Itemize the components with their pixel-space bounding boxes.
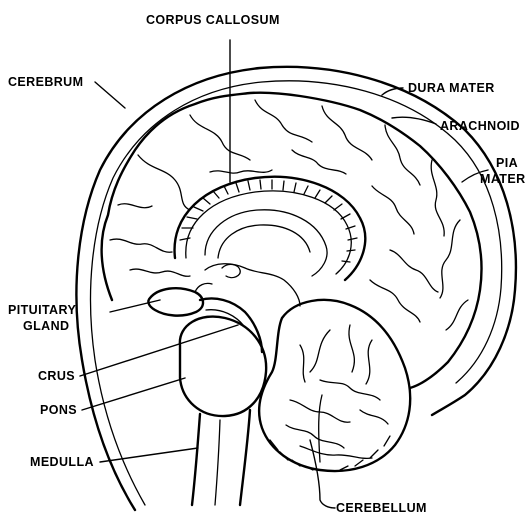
crus-leader	[80, 325, 238, 376]
pia-label-line2: MATER	[480, 172, 526, 186]
medulla	[192, 410, 250, 505]
dura-mater-label: DURA MATER	[408, 81, 495, 95]
pons-label: PONS	[40, 403, 77, 417]
corpus-callosum-outer	[175, 177, 366, 280]
cerebellum-hatching	[270, 436, 390, 470]
medulla-label: MEDULLA	[30, 455, 94, 469]
crus-label: CRUS	[38, 369, 75, 383]
cerebrum-leader	[95, 82, 125, 108]
pons-leader	[82, 378, 185, 410]
arachnoid-label: ARACHNOID	[440, 119, 520, 133]
cerebellum-leader	[310, 440, 335, 508]
arachnoid-leader	[392, 117, 436, 124]
pituitary-label-line2: GLAND	[23, 319, 69, 333]
pia-label-line1: PIA	[496, 156, 518, 170]
dura-mater-outline	[76, 67, 516, 510]
pituitary-leader	[110, 300, 160, 312]
crus	[200, 299, 262, 353]
corpus-callosum-label: CORPUS CALLOSUM	[146, 13, 280, 27]
cerebrum-label: CEREBRUM	[8, 75, 83, 89]
corpus-callosum-hatching	[180, 180, 357, 262]
cerebellum-outline	[259, 300, 410, 471]
medulla-leader	[100, 448, 198, 462]
pons	[180, 317, 266, 417]
cerebrum-outline	[102, 93, 482, 388]
pituitary-label-line1: PITUITARY	[8, 303, 76, 317]
corpus-callosum-inner	[186, 191, 351, 274]
cerebellum-label: CEREBELLUM	[336, 501, 427, 515]
